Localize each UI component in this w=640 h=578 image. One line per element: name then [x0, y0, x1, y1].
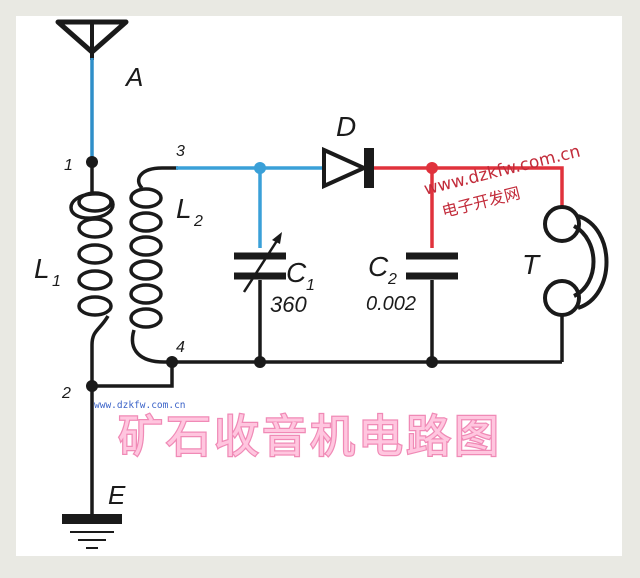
junction-node4	[166, 356, 178, 368]
label-diode: D	[336, 111, 356, 142]
headphone-t	[543, 205, 609, 362]
label-antenna: A	[124, 62, 143, 92]
label-cap1-value: 360	[270, 292, 307, 317]
capacitor-c2	[406, 252, 458, 362]
watermark-small-url: www.dzkfw.com.cn	[94, 400, 186, 411]
coil-l2	[129, 166, 178, 364]
junction-node1	[86, 156, 98, 168]
antenna-symbol	[55, 19, 129, 60]
label-coil1: L	[34, 253, 50, 284]
coil-l1	[69, 162, 115, 386]
label-coil1-sub: 1	[52, 273, 61, 290]
junction-c2-top	[426, 162, 438, 174]
label-node3: 3	[176, 143, 185, 160]
label-coil2: L	[176, 193, 192, 224]
label-headphone: T	[522, 249, 541, 280]
diagram-title: 矿石收音机电路图	[118, 410, 502, 463]
diagram-frame	[16, 16, 622, 556]
junction-node2	[86, 380, 98, 392]
label-cap2: C	[368, 251, 389, 282]
diode-d	[322, 146, 374, 190]
label-cap2-sub: 2	[387, 271, 397, 288]
label-coil2-sub: 2	[193, 213, 203, 230]
label-ground: E	[108, 480, 126, 510]
label-node2: 2	[61, 385, 71, 402]
ground-symbol	[62, 514, 122, 549]
capacitor-c1	[234, 232, 286, 362]
junction-c1-bottom	[254, 356, 266, 368]
wire-node2-node4	[92, 364, 174, 388]
label-cap1-sub: 1	[306, 277, 315, 294]
label-cap2-value: 0.002	[366, 293, 416, 315]
label-cap1: C	[286, 257, 307, 288]
junction-c1-top	[254, 162, 266, 174]
junction-c2-bottom	[426, 356, 438, 368]
label-node4: 4	[176, 339, 185, 356]
label-node1: 1	[64, 157, 73, 174]
